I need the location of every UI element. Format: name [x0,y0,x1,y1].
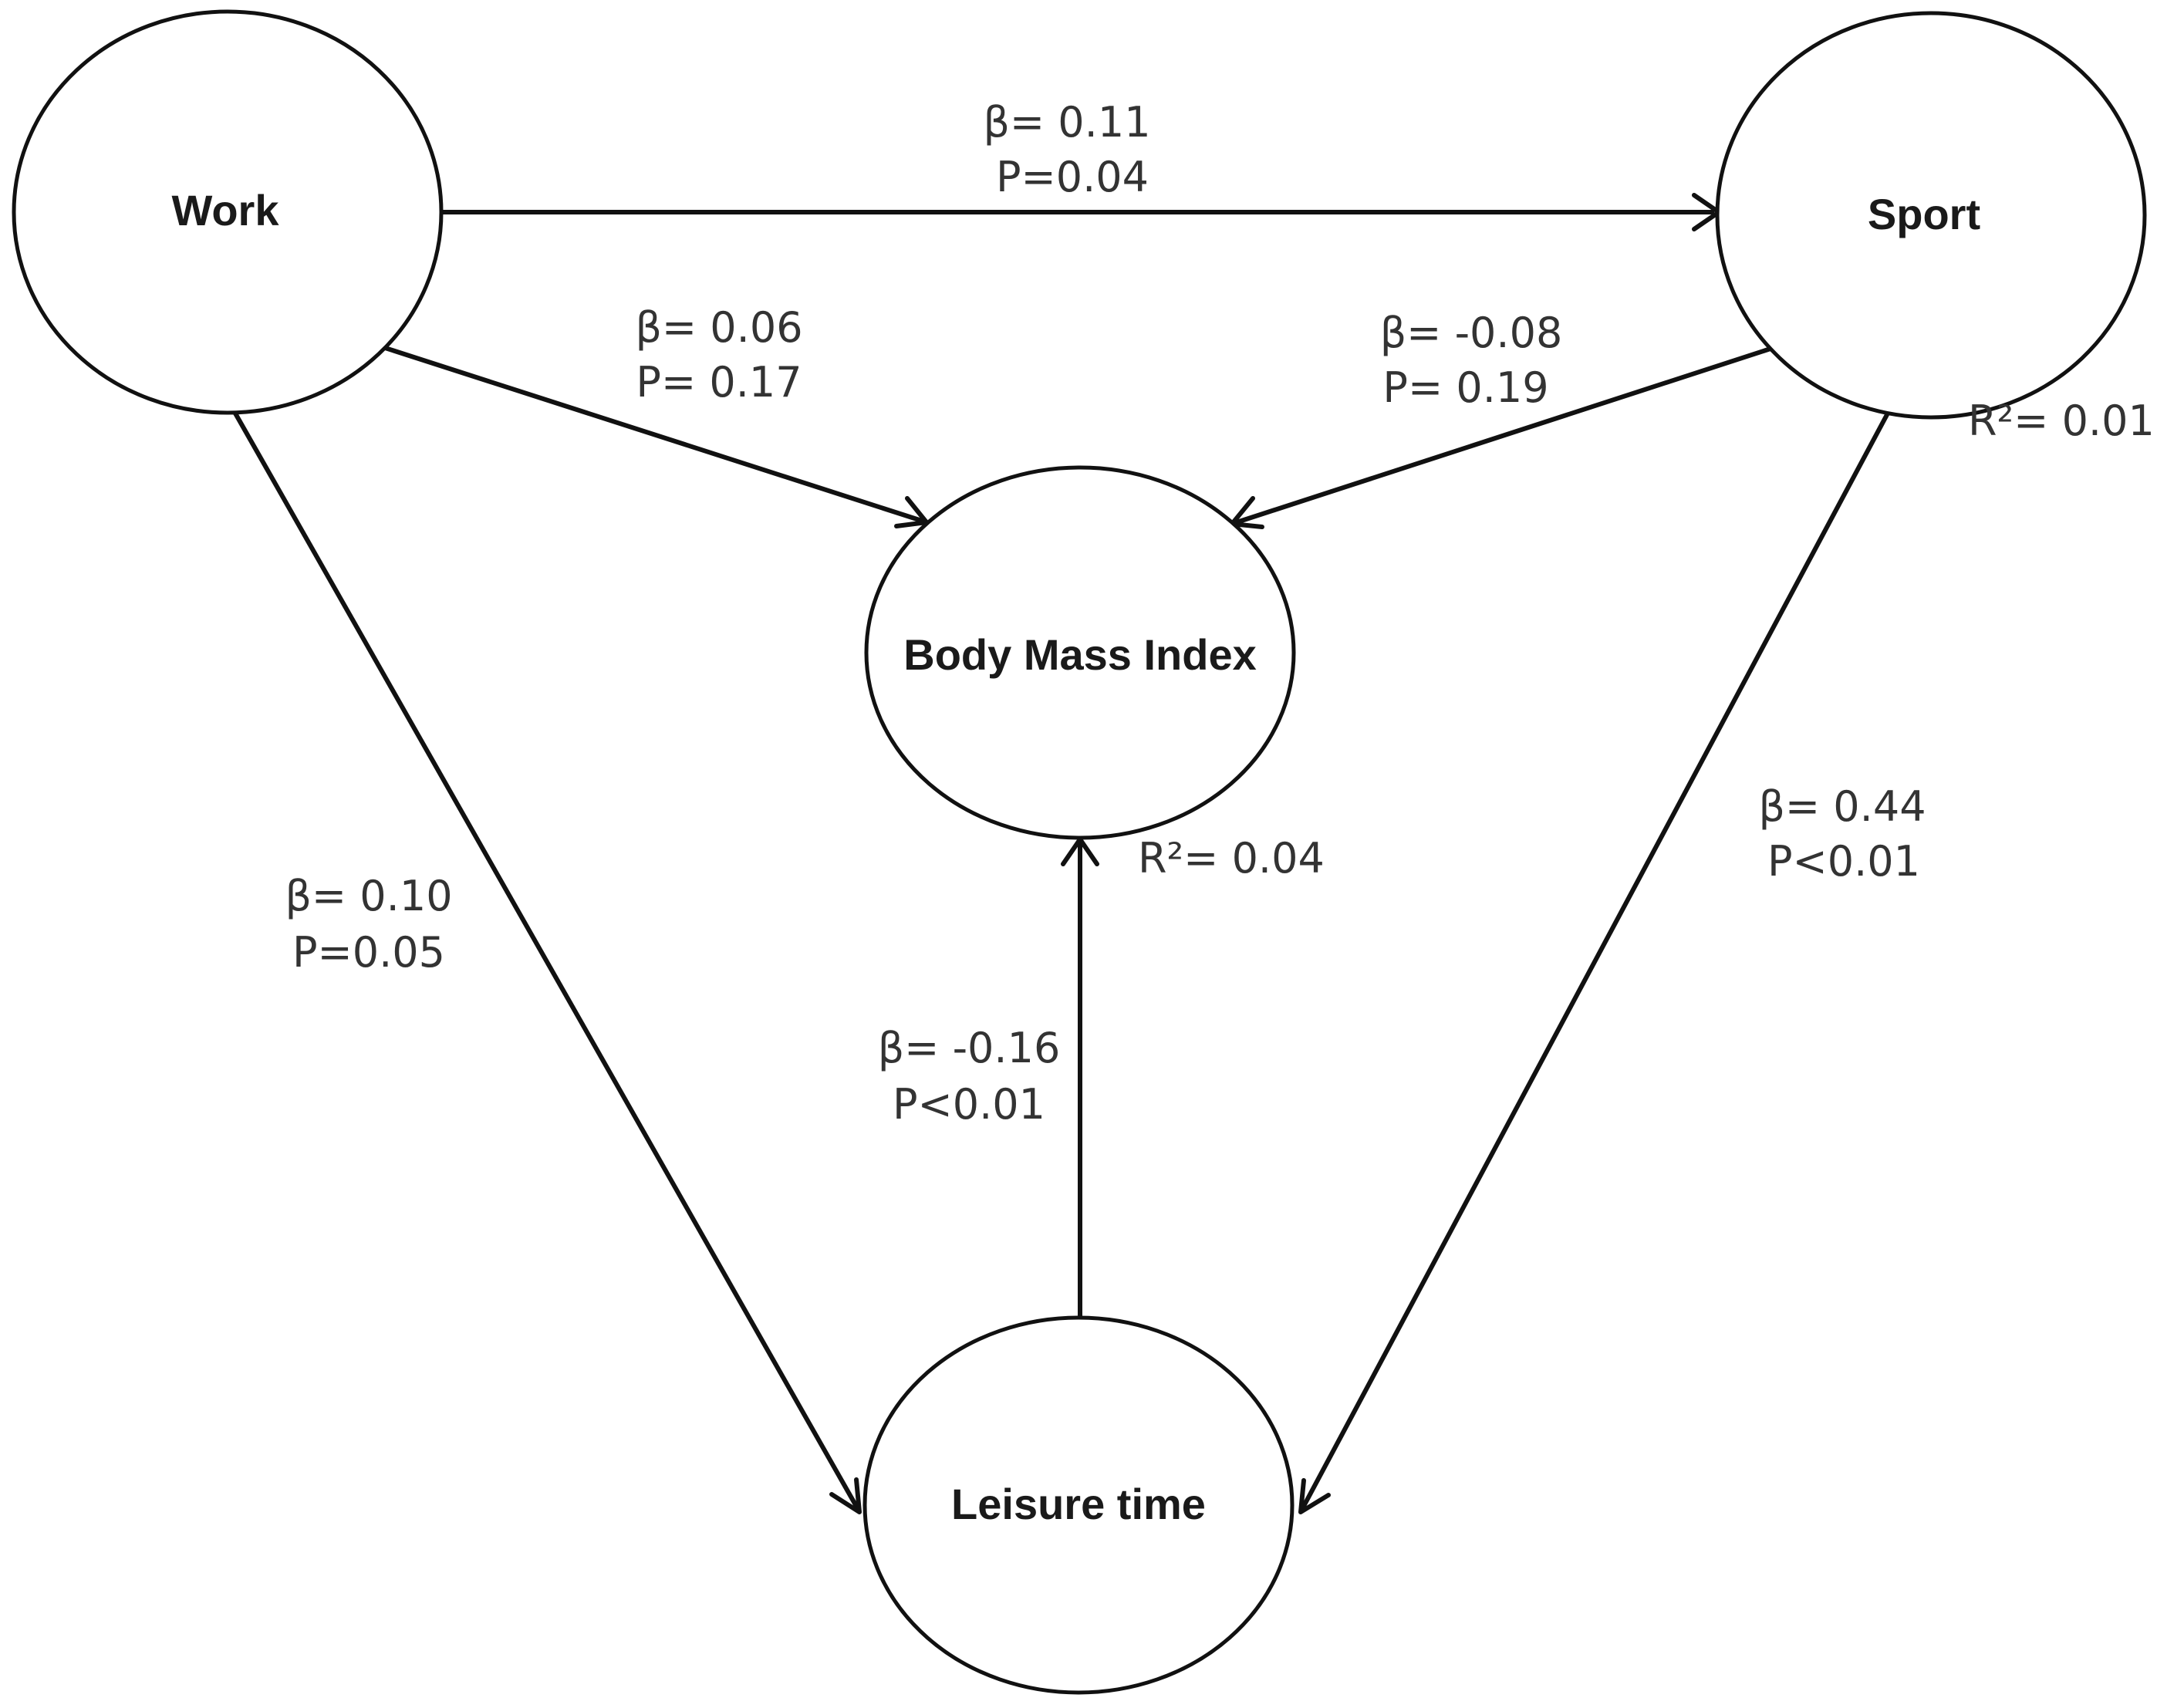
node-leisure [862,1315,1295,1695]
r-squared-labels: R²= 0.01 R²= 0.04 [1138,397,2155,883]
node-sport-label: Sport [1868,190,1980,238]
leisure-bmi-beta: β= -0.16 [878,1024,1061,1072]
arrowhead-work-to-leisure [829,1477,862,1514]
node-work-label: Work [172,186,280,235]
edges [229,193,1892,1514]
work-leisure-p: P=0.05 [292,928,445,977]
arrowhead-sport-to-leisure [1298,1478,1331,1514]
node-bmi-label: Body Mass Index [903,630,1256,679]
sport-bmi-beta: β= -0.08 [1380,309,1563,357]
edge-labels: β= 0.11 P=0.04 β= 0.06 P= 0.17 β= -0.08 … [285,98,1926,1129]
arrowhead-sport-to-bmi [1230,496,1264,529]
edge-sport-to-bmi [1234,346,1771,525]
work-leisure-beta: β= 0.10 [285,872,452,920]
nodes: Work Sport Body Mass Index Leisure time [12,9,2147,1695]
work-bmi-beta: β= 0.06 [635,303,802,352]
work-bmi-p: P= 0.17 [636,358,802,407]
edge-work-to-leisure [229,405,860,1511]
sport-bmi-p: P= 0.19 [1382,363,1548,412]
work-sport-p: P=0.04 [996,153,1149,201]
node-bmi [864,465,1296,840]
leisure-bmi-p: P<0.01 [893,1080,1045,1129]
node-work [12,9,444,415]
sport-leisure-p: P<0.01 [1767,837,1920,886]
work-sport-beta: β= 0.11 [983,98,1150,147]
edge-sport-to-leisure [1300,407,1892,1511]
edge-work-to-bmi [380,344,925,524]
sport-r2-label: R²= 0.01 [1968,397,2155,445]
sport-leisure-beta: β= 0.44 [1758,782,1926,831]
node-leisure-label: Leisure time [951,1480,1206,1528]
node-sport [1715,11,2147,420]
bmi-r2-label: R²= 0.04 [1138,834,1325,883]
